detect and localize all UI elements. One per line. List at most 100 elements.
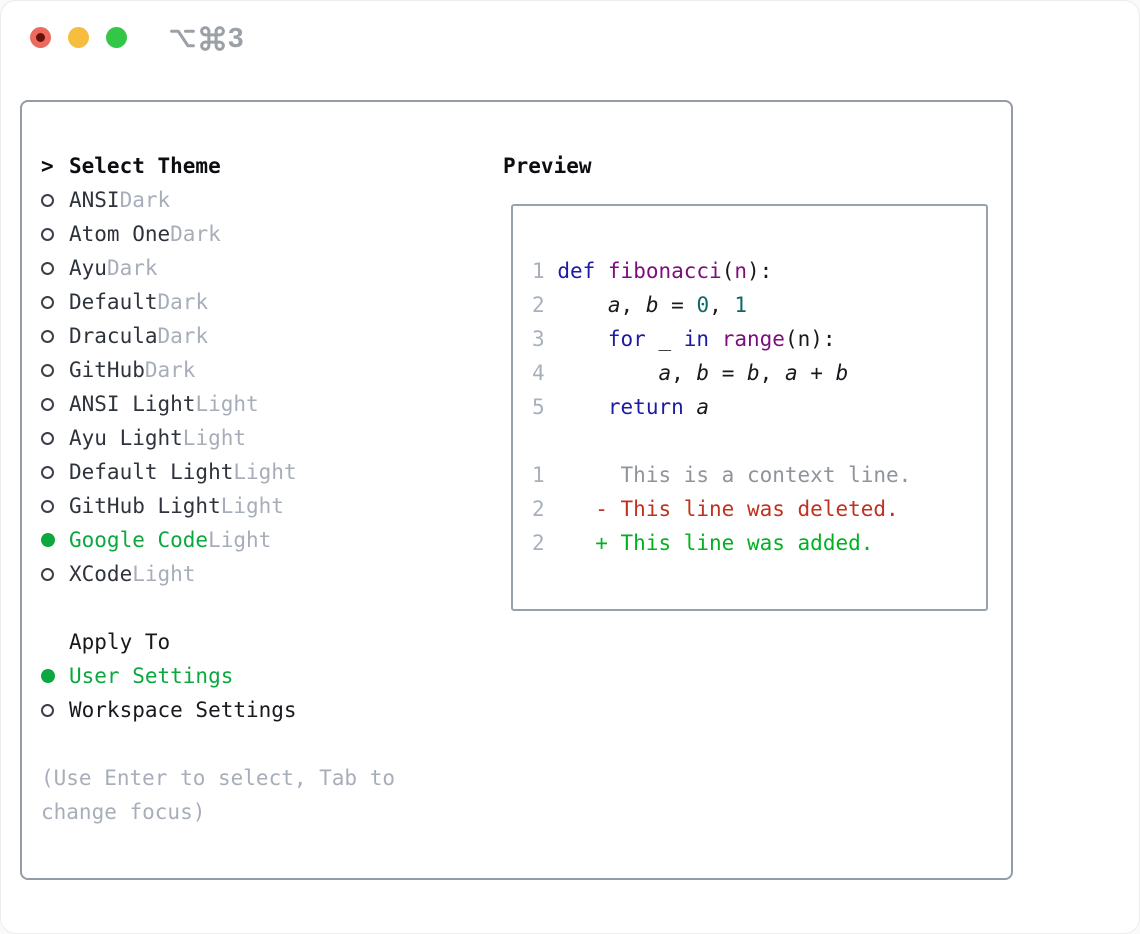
code-line: 3 for _ in range(n):: [532, 322, 986, 356]
radio-unselected-icon: [41, 703, 54, 717]
command-key-icon: [200, 25, 225, 51]
radio-marker-cell: [41, 703, 69, 717]
code-segment-plain: [557, 361, 658, 385]
theme-option-label: XCode: [69, 562, 133, 586]
radio-marker-cell: [41, 499, 69, 513]
theme-variant-label: Dark: [119, 188, 171, 212]
code-segment-keyword: in: [683, 327, 710, 351]
code-line: 5 return a: [532, 390, 986, 424]
code-segment-plain: (: [721, 259, 735, 283]
hint-line-1: (Use Enter to select, Tab to: [41, 766, 396, 790]
code-segment-plain: ,: [671, 361, 697, 385]
close-button[interactable]: [30, 27, 51, 48]
deleted-line: 2 - This line was deleted.: [532, 492, 986, 526]
prompt-chevron-icon: >: [41, 154, 54, 178]
apply-option-label: Workspace Settings: [69, 698, 297, 722]
radio-unselected-icon: [41, 431, 54, 445]
code-segment-plain: (n):: [784, 327, 836, 351]
radio-unselected-icon: [41, 567, 54, 581]
theme-option-google-code-light[interactable]: Google Code Light: [41, 523, 395, 557]
apply-option-workspace-settings[interactable]: Workspace Settings: [41, 693, 395, 727]
theme-option-label: Default: [69, 290, 158, 314]
line-number: 4: [532, 361, 545, 385]
code-line: 4 a, b = b, a + b: [532, 356, 986, 390]
line-number: 2: [532, 293, 545, 317]
radio-unselected-icon: [41, 329, 54, 343]
code-segment-addition: + This line was added.: [557, 531, 874, 555]
theme-variant-label: Light: [132, 562, 196, 586]
code-segment-variable: b: [696, 361, 710, 385]
code-segment-title: n: [734, 259, 748, 283]
window-title: 3: [168, 21, 244, 55]
theme-option-default-dark[interactable]: Default Dark: [41, 285, 395, 319]
code-segment-variable: a: [658, 361, 672, 385]
line-number: 3: [532, 327, 545, 351]
code-segment-plain: ):: [747, 259, 773, 283]
code-segment-variable: b: [645, 293, 659, 317]
radio-unselected-icon: [41, 261, 54, 275]
select-theme-header: > Select Theme: [41, 149, 395, 183]
code-line: 2 a, b = 0, 1: [532, 288, 986, 322]
theme-variant-label: Dark: [144, 358, 196, 382]
code-segment-plain: _: [645, 327, 684, 351]
close-dot-icon: [36, 33, 45, 42]
theme-option-label: ANSI Light: [69, 392, 196, 416]
line-number: 2: [532, 497, 545, 521]
theme-option-github-dark[interactable]: GitHub Dark: [41, 353, 395, 387]
radio-unselected-icon: [41, 465, 54, 479]
code-segment-plain: =: [709, 361, 748, 385]
radio-marker-cell: [41, 193, 69, 207]
code-segment-plain: +: [797, 361, 836, 385]
theme-option-xcode-light[interactable]: XCode Light: [41, 557, 395, 591]
theme-option-dracula-dark[interactable]: Dracula Dark: [41, 319, 395, 353]
theme-option-default-light-light[interactable]: Default Light Light: [41, 455, 395, 489]
hint-text: (Use Enter to select, Tab to change focu…: [41, 761, 395, 829]
theme-option-label: Ayu Light: [69, 426, 183, 450]
radio-marker-cell: [41, 397, 69, 411]
theme-option-github-light-light[interactable]: GitHub Light Light: [41, 489, 395, 523]
radio-unselected-icon: [41, 227, 54, 241]
hint-line-2: change focus): [41, 800, 206, 824]
minimize-button[interactable]: [68, 27, 89, 48]
code-segment-keyword: def: [557, 259, 596, 283]
theme-variant-label: Dark: [157, 324, 209, 348]
code-segment-variable: b: [747, 361, 760, 385]
code-segment-plain: ,: [620, 293, 646, 317]
theme-option-label: GitHub: [69, 358, 145, 382]
option-key-icon: [170, 29, 195, 47]
radio-unselected-icon: [41, 295, 54, 309]
theme-option-label: Default Light: [69, 460, 234, 484]
theme-option-atom-one-dark[interactable]: Atom One Dark: [41, 217, 395, 251]
radio-marker-cell: [41, 431, 69, 445]
radio-marker-cell: [41, 329, 69, 343]
code-segment-title: fibonacci: [607, 259, 722, 283]
code-line: 1 def fibonacci(n):: [532, 254, 986, 288]
zoom-button[interactable]: [106, 27, 127, 48]
theme-option-label: ANSI: [69, 188, 120, 212]
code-segment-keyword: for: [607, 327, 646, 351]
radio-marker-cell: [41, 669, 69, 683]
theme-variant-label: Light: [195, 392, 259, 416]
radio-marker-cell: [41, 533, 69, 547]
code-segment-plain: [557, 327, 608, 351]
theme-option-ayu-light-light[interactable]: Ayu Light Light: [41, 421, 395, 455]
theme-option-ansi-dark[interactable]: ANSI Dark: [41, 183, 395, 217]
theme-option-label: Atom One: [69, 222, 171, 246]
theme-option-ansi-light-light[interactable]: ANSI Light Light: [41, 387, 395, 421]
theme-option-ayu-dark[interactable]: Ayu Dark: [41, 251, 395, 285]
code-segment-number: 1: [734, 293, 748, 317]
radio-unselected-icon: [41, 397, 54, 411]
apply-option-user-settings[interactable]: User Settings: [41, 659, 395, 693]
code-segment-keyword: return: [607, 395, 684, 419]
code-segment-variable: b: [835, 361, 849, 385]
spacer: [41, 591, 395, 625]
window-title-digit: 3: [228, 22, 244, 53]
code-segment-context: This is a context line.: [557, 463, 912, 487]
theme-option-label: Ayu: [69, 256, 107, 280]
apply-to-title: Apply To: [69, 630, 171, 654]
